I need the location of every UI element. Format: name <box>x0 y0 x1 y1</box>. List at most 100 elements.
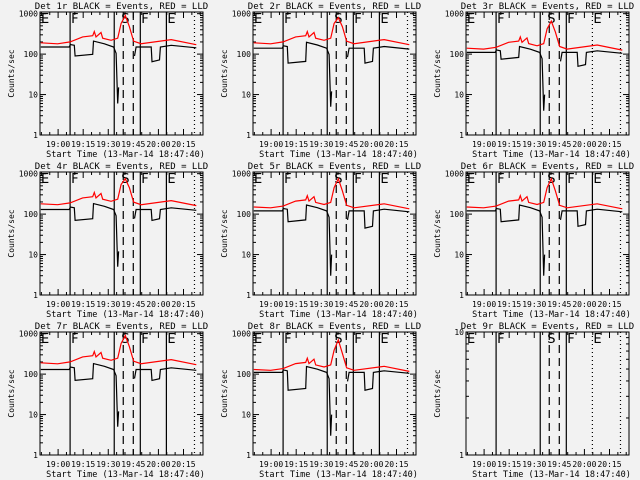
x-tick-label: 20:00 <box>359 300 383 309</box>
y-tick-label: 100 <box>24 210 39 219</box>
interval-marker-label: E <box>593 332 601 347</box>
x-tick-label: 19:30 <box>96 140 120 149</box>
interval-marker-label: E <box>593 12 601 27</box>
lld-series-line <box>40 334 197 366</box>
interval-marker-label: E <box>380 12 388 27</box>
x-axis-label: Start Time (13-Mar-14 18:47:40) <box>259 310 418 320</box>
interval-marker-label: S <box>547 12 555 27</box>
interval-marker-label: E <box>167 332 175 347</box>
detector-panel: Det 8r BLACK = Events, RED = LLD Counts/s… <box>220 322 421 480</box>
x-tick-label: 19:15 <box>71 300 95 309</box>
x-tick-label: 19:00 <box>472 140 496 149</box>
x-tick-label: 19:45 <box>121 300 145 309</box>
interval-marker-label: E <box>467 12 475 27</box>
interval-marker-label: E <box>167 12 175 27</box>
panel-title: Det 4r BLACK = Events, RED = LLD <box>35 162 208 172</box>
x-tick-label: 19:15 <box>284 300 308 309</box>
interval-marker-label: F <box>284 12 291 27</box>
x-tick-label: 19:45 <box>334 300 358 309</box>
interval-marker-label: F <box>354 332 361 347</box>
lld-series-line <box>466 19 623 51</box>
y-tick-label: 10 <box>454 251 464 260</box>
events-series-line <box>133 44 197 63</box>
x-axis-label: Start Time (13-Mar-14 18:47:40) <box>472 150 631 160</box>
x-tick-label: 20:00 <box>359 460 383 469</box>
detector-panel: Det 6r BLACK = Events, RED = LLD Counts/s… <box>433 162 634 320</box>
events-series-line <box>40 202 120 267</box>
y-tick-label: 1 <box>459 131 464 140</box>
x-tick-label: 19:45 <box>547 140 571 149</box>
interval-marker-label: E <box>41 172 49 187</box>
y-axis-label: Counts/sec <box>433 209 442 257</box>
y-tick-label: 10 <box>28 411 38 420</box>
interval-marker-label: E <box>254 12 262 27</box>
detector-panel: Det 9r BLACK = Events, RED = LLD Counts/s… <box>433 322 634 480</box>
x-tick-label: 19:15 <box>284 460 308 469</box>
x-tick-label: 19:45 <box>334 140 358 149</box>
y-axis-label: Counts/sec <box>433 49 442 97</box>
y-tick-label: 100 <box>24 370 39 379</box>
y-tick-label: 100 <box>237 370 252 379</box>
events-series-line <box>346 370 410 391</box>
events-series-line <box>253 365 333 436</box>
x-tick-label: 20:00 <box>146 140 170 149</box>
events-series-line <box>133 367 197 382</box>
interval-marker-label: F <box>497 12 504 27</box>
x-tick-label: 20:00 <box>146 460 170 469</box>
interval-marker-label: F <box>71 332 78 347</box>
interval-marker-label: E <box>467 332 475 347</box>
y-tick-label: 1 <box>33 131 38 140</box>
panel-title: Det 1r BLACK = Events, RED = LLD <box>35 2 208 12</box>
plot-frame <box>252 11 417 136</box>
interval-marker-label: F <box>141 172 148 187</box>
y-tick-label: 1 <box>246 291 251 300</box>
panel-title: Det 8r BLACK = Events, RED = LLD <box>248 322 421 332</box>
plot-frame <box>39 331 204 456</box>
y-axis-label: Counts/sec <box>7 49 16 97</box>
events-series-line <box>253 41 333 107</box>
x-tick-label: 19:30 <box>522 140 546 149</box>
y-tick-label: 1000 <box>19 330 38 339</box>
y-axis-label: Counts/sec <box>433 369 442 417</box>
interval-marker-label: F <box>71 12 78 27</box>
x-tick-label: 19:45 <box>121 460 145 469</box>
y-tick-label: 1000 <box>19 170 38 179</box>
lld-series-line <box>40 177 197 207</box>
y-tick-label: 1 <box>459 451 464 460</box>
panel-title: Det 3r BLACK = Events, RED = LLD <box>461 2 634 12</box>
x-tick-label: 20:00 <box>359 140 383 149</box>
interval-marker-label: F <box>497 172 504 187</box>
interval-marker-label: F <box>354 12 361 27</box>
y-axis-label: Counts/sec <box>220 369 229 417</box>
x-tick-label: 19:30 <box>309 460 333 469</box>
x-tick-label: 20:00 <box>572 300 596 309</box>
plot-frame <box>252 331 417 456</box>
panel-title: Det 2r BLACK = Events, RED = LLD <box>248 2 421 12</box>
x-tick-label: 20:15 <box>384 140 408 149</box>
interval-marker-label: S <box>547 332 555 347</box>
y-tick-label: 1 <box>33 291 38 300</box>
panel-title: Det 5r BLACK = Events, RED = LLD <box>248 162 421 172</box>
interval-marker-label: F <box>141 12 148 27</box>
panel-title: Det 9r BLACK = Events, RED = LLD <box>461 322 634 332</box>
x-tick-label: 19:00 <box>46 140 70 149</box>
events-series-line <box>559 50 623 68</box>
y-tick-label: 100 <box>450 210 465 219</box>
x-tick-label: 20:15 <box>597 300 621 309</box>
x-tick-label: 19:30 <box>522 460 546 469</box>
y-tick-label: 1000 <box>232 330 251 339</box>
x-axis-label: Start Time (13-Mar-14 18:47:40) <box>472 470 631 480</box>
detector-panel: Det 5r BLACK = Events, RED = LLDCounts/s… <box>220 162 421 320</box>
y-tick-label: 10 <box>241 411 251 420</box>
x-tick-label: 19:45 <box>121 140 145 149</box>
events-series-line <box>346 208 410 229</box>
x-tick-label: 19:00 <box>472 300 496 309</box>
events-series-line <box>40 40 120 104</box>
x-tick-label: 19:00 <box>46 460 70 469</box>
x-tick-label: 19:30 <box>96 300 120 309</box>
x-tick-label: 20:15 <box>597 460 621 469</box>
panel-title: Det 6r BLACK = Events, RED = LLD <box>461 162 634 172</box>
x-tick-label: 19:15 <box>497 300 521 309</box>
interval-marker-label: E <box>593 172 601 187</box>
interval-marker-label: F <box>284 172 291 187</box>
